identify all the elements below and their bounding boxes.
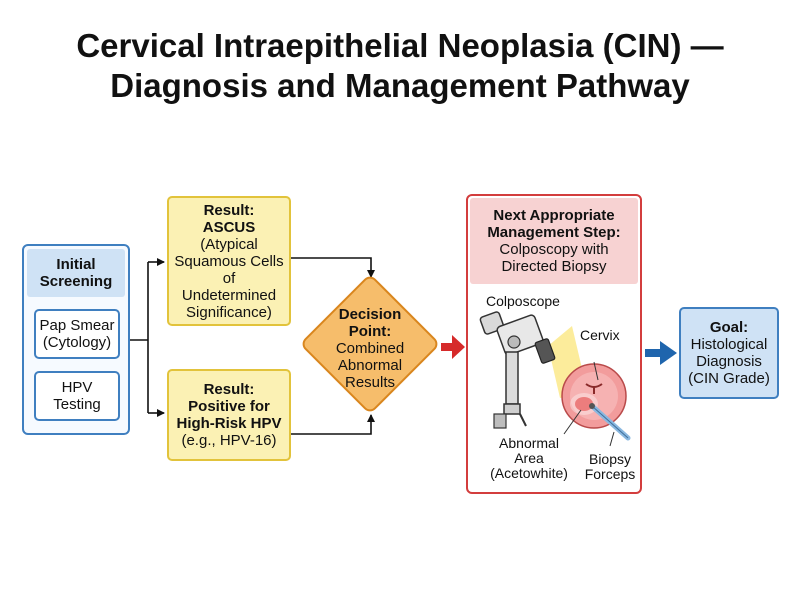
hpv-testing-box: HPV Testing [34, 371, 120, 421]
decision-line-5: Results [344, 373, 396, 391]
ascus-line-2: ASCUS [202, 218, 256, 236]
goal-line-2: Histological [690, 336, 768, 353]
biopsy-forceps-icon [589, 403, 631, 447]
hpv-result-line-4: (e.g., HPV-16) [181, 432, 277, 449]
cervix-label: Cervix [580, 327, 620, 343]
biopsy-line-1: Biopsy [588, 451, 632, 467]
next-step-line-2: Management Step: [487, 224, 621, 241]
next-step-line-4: Directed Biopsy [501, 258, 607, 275]
arrow-decision-to-next-step [441, 335, 465, 359]
title-line-1: Cervical Intraepithelial Neoplasia (CIN)… [76, 27, 724, 64]
decision-line-1: Decision [338, 305, 402, 323]
title-line-2: Diagnosis and Management Pathway [110, 67, 690, 104]
goal-line-3: Diagnosis [696, 353, 762, 370]
hpv-result-line-1: Result: [203, 381, 255, 398]
colposcope-icon [479, 311, 556, 429]
biopsy-line-2: Forceps [584, 466, 636, 482]
abnormal-area-label: Abnormal Area (Acetowhite) [488, 436, 570, 481]
goal-line-1: Goal: [709, 319, 749, 336]
ascus-line-3: (Atypical [200, 235, 258, 253]
pap-line-1: Pap Smear [39, 317, 115, 334]
next-step-line-3: Colposcopy with [499, 241, 609, 258]
ascus-line-5: of [222, 269, 236, 287]
next-step-line-1: Next Appropriate [493, 207, 615, 224]
next-step-heading: Next Appropriate Management Step: Colpos… [470, 198, 638, 284]
biopsy-forceps-label: Biopsy Forceps [582, 452, 638, 482]
arrow-hpv-to-decision [291, 414, 375, 435]
abnormal-line-2: Area [514, 450, 544, 466]
hpv-result-line-3: High-Risk HPV [176, 415, 282, 432]
next-step-box: Next Appropriate Management Step: Colpos… [466, 194, 642, 494]
ascus-line-4: Squamous Cells [174, 252, 284, 270]
arrow-next-step-to-goal [645, 341, 677, 365]
arrow-ascus-to-decision [291, 257, 375, 278]
cervix-icon [561, 361, 627, 429]
decision-line-3: Combined [335, 339, 405, 357]
goal-line-4: (CIN Grade) [688, 370, 770, 387]
abnormal-line-1: Abnormal [499, 435, 559, 451]
hpv-line-2: Testing [53, 396, 101, 413]
ascus-result-box: Result: ASCUS (Atypical Squamous Cells o… [167, 196, 291, 326]
colposcopy-illustration [479, 311, 631, 447]
ascus-line-1: Result: [203, 201, 255, 219]
decision-line-2: Point: [348, 322, 392, 340]
page-title: Cervical Intraepithelial Neoplasia (CIN)… [0, 26, 800, 106]
initial-screening-heading: Initial Screening [27, 249, 125, 297]
screening-heading-line-2: Screening [39, 273, 113, 290]
screening-heading-line-1: Initial [56, 256, 96, 273]
hpv-line-1: HPV [61, 379, 93, 396]
pap-line-2: (Cytology) [42, 334, 112, 351]
initial-screening-box: Initial Screening Pap Smear (Cytology) H… [22, 244, 130, 435]
ascus-line-6: Undetermined [181, 286, 277, 304]
pap-smear-box: Pap Smear (Cytology) [34, 309, 120, 359]
decision-point-label: Decision Point: Combined Abnormal Result… [305, 306, 435, 391]
hpv-positive-result-box: Result: Positive for High-Risk HPV (e.g.… [167, 369, 291, 461]
hpv-result-line-2: Positive for [188, 398, 270, 415]
abnormal-area-pointer [563, 409, 582, 435]
goal-box: Goal: Histological Diagnosis (CIN Grade) [679, 307, 779, 399]
ascus-line-7: Significance) [186, 303, 272, 321]
decision-line-4: Abnormal [337, 356, 403, 374]
colposcope-label: Colposcope [486, 293, 560, 309]
abnormal-line-3: (Acetowhite) [490, 465, 568, 481]
